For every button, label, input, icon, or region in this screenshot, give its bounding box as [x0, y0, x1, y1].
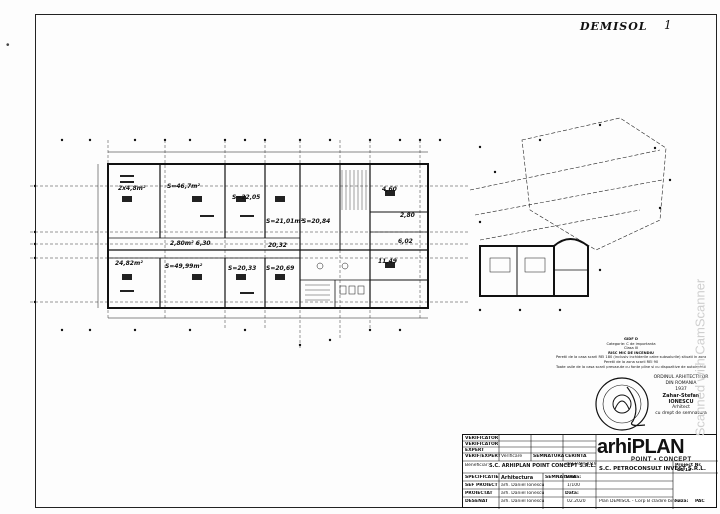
stamp-line: ORDINUL ARHITECTILOR: [653, 375, 709, 380]
room-area-label: S=46,7m²: [167, 183, 201, 190]
tb-verificator: VERIFICATOR: [465, 436, 499, 441]
tb-data-label: Data:: [565, 491, 579, 496]
tb-verificator: VERIFICATOR: [465, 442, 499, 447]
tb-verificare: Verificare: [501, 454, 523, 459]
tb-scale: 1/100: [567, 483, 580, 488]
stamp-line: 1937: [675, 387, 687, 392]
room-area-label: S=22,05: [232, 194, 261, 201]
architect-seal-icon: [595, 377, 649, 431]
tb-project-no: 44/12: [677, 468, 692, 473]
tb-architect-2: arh. Daniel Ionescu: [501, 491, 545, 496]
stairs: [305, 170, 367, 301]
tb-semnatura-2: SEMNATURA: [545, 475, 577, 480]
grid-axes: [30, 140, 470, 350]
room-area-label: S=20,69: [266, 265, 295, 272]
tb-specificatie: SPECIFICATIE: [465, 475, 499, 480]
stamp-line: DIN ROMANIA: [665, 381, 697, 386]
room-area-label: 24,82m²: [115, 260, 143, 267]
room-area-label: 2,80m² 6,30: [170, 240, 211, 247]
tb-cerinta: CERINTA: [565, 454, 587, 459]
note-line: Peretii de la zona scarii REI 90: [603, 359, 659, 364]
room-area-label: 2,80: [400, 212, 415, 219]
tb-expert: EXPERT: [465, 448, 485, 453]
room-area-label: S=21,01m²: [266, 218, 304, 225]
grid-markers: [33, 138, 442, 347]
title-block: VERIFICATOR VERIFICATOR EXPERT VERIF/EXP…: [462, 434, 718, 509]
tb-architect: arh. Daniel Ionescu: [501, 483, 545, 488]
watermark-text: Scanned with CamScanner: [692, 278, 708, 437]
fire-safety-notes: GIDF D Categorie: C de importanta Clasa …: [556, 337, 706, 369]
tb-company: S.C. ARHIPLAN POINT CONCEPT S.R.L.: [489, 463, 596, 469]
tb-client: S.C. PETROCONSULT INVEST S.R.L.: [599, 466, 706, 472]
note-line: Categorie: C de importanta: [606, 341, 656, 346]
sanitary: [316, 262, 365, 295]
extension-markers: [478, 123, 672, 224]
room-area-label: S=49,99m²: [165, 263, 203, 270]
room-area-label: 6,02: [398, 238, 413, 245]
tb-sef-proiect: SEF PROIECT: [465, 483, 498, 488]
tb-dept: Arhitectura: [501, 475, 534, 481]
title-block-grid: [463, 435, 718, 509]
scanner-watermark: Scanned with CamScanner: [690, 230, 710, 490]
tb-scara-label: Scara:: [565, 475, 582, 480]
tb-plan-title: Plan DEMISOL - Corp B cladire birouri: [599, 499, 683, 504]
annex-markers: [478, 268, 602, 312]
tb-phase: PAC: [695, 499, 705, 504]
room-area-label: 20,32: [268, 242, 287, 249]
logo-main: arhiPLAN: [597, 436, 685, 458]
stamp-sub: cu drept de semnatura: [655, 411, 707, 416]
sheet-number: 1: [664, 18, 672, 32]
tb-semnatura: SEMNATURA: [533, 454, 565, 459]
architect-stamp: ORDINUL ARHITECTILOR DIN ROMANIA 1937 Za…: [648, 375, 714, 417]
note-line: Clasa III: [623, 346, 639, 351]
room-area-label: 4,60: [382, 186, 397, 193]
furniture: [120, 175, 395, 294]
note-line: RISC MIC DE INCENDIU: [608, 350, 654, 355]
note-line: Peretii de la casa scarii REI 180 (inclu…: [556, 355, 706, 360]
tb-date: 02.2020: [567, 499, 586, 504]
sheet-title: DEMISOL: [580, 20, 648, 33]
annex-building: [479, 238, 589, 297]
corner-mark: •: [6, 40, 10, 51]
logo-sub: POINT • CONCEPT: [631, 457, 692, 463]
room-area-label: 2x4,8m²: [118, 185, 146, 192]
tb-desenat: DESENAT: [465, 499, 489, 504]
tb-proiectat: PROIECTAT: [465, 491, 493, 496]
tb-verif-expert: VERIF/EXPERT: [465, 454, 501, 459]
stamp-role: Arhitect: [672, 405, 690, 410]
note-line: Toate usile de la casa scarii prevazute …: [556, 364, 706, 369]
tb-proiect-nr-label: Proiect Nr.: [675, 463, 702, 468]
dimension-lines: [97, 151, 428, 319]
note-line: GIDF D: [624, 337, 638, 341]
stamp-name: Zahar-Stefan: [662, 393, 700, 399]
tb-beneficiar-label: Beneficiar:: [465, 463, 490, 468]
tb-cert-no: 2017/49/2019: [565, 462, 597, 467]
room-area-label: S=20,84: [302, 218, 331, 225]
stamp-name: IONESCU: [668, 399, 694, 405]
company-logo: arhiPLAN POINT • CONCEPT: [595, 436, 695, 464]
tb-architect-3: arh. Daniel Ionescu: [501, 499, 545, 504]
main-building: [107, 163, 429, 309]
sheet-frame: [35, 14, 717, 508]
room-area-label: 11,49: [378, 258, 397, 265]
future-extension: [469, 117, 667, 251]
room-area-label: S=20,33: [228, 265, 257, 272]
tb-faza-label: Faza:: [675, 499, 689, 504]
